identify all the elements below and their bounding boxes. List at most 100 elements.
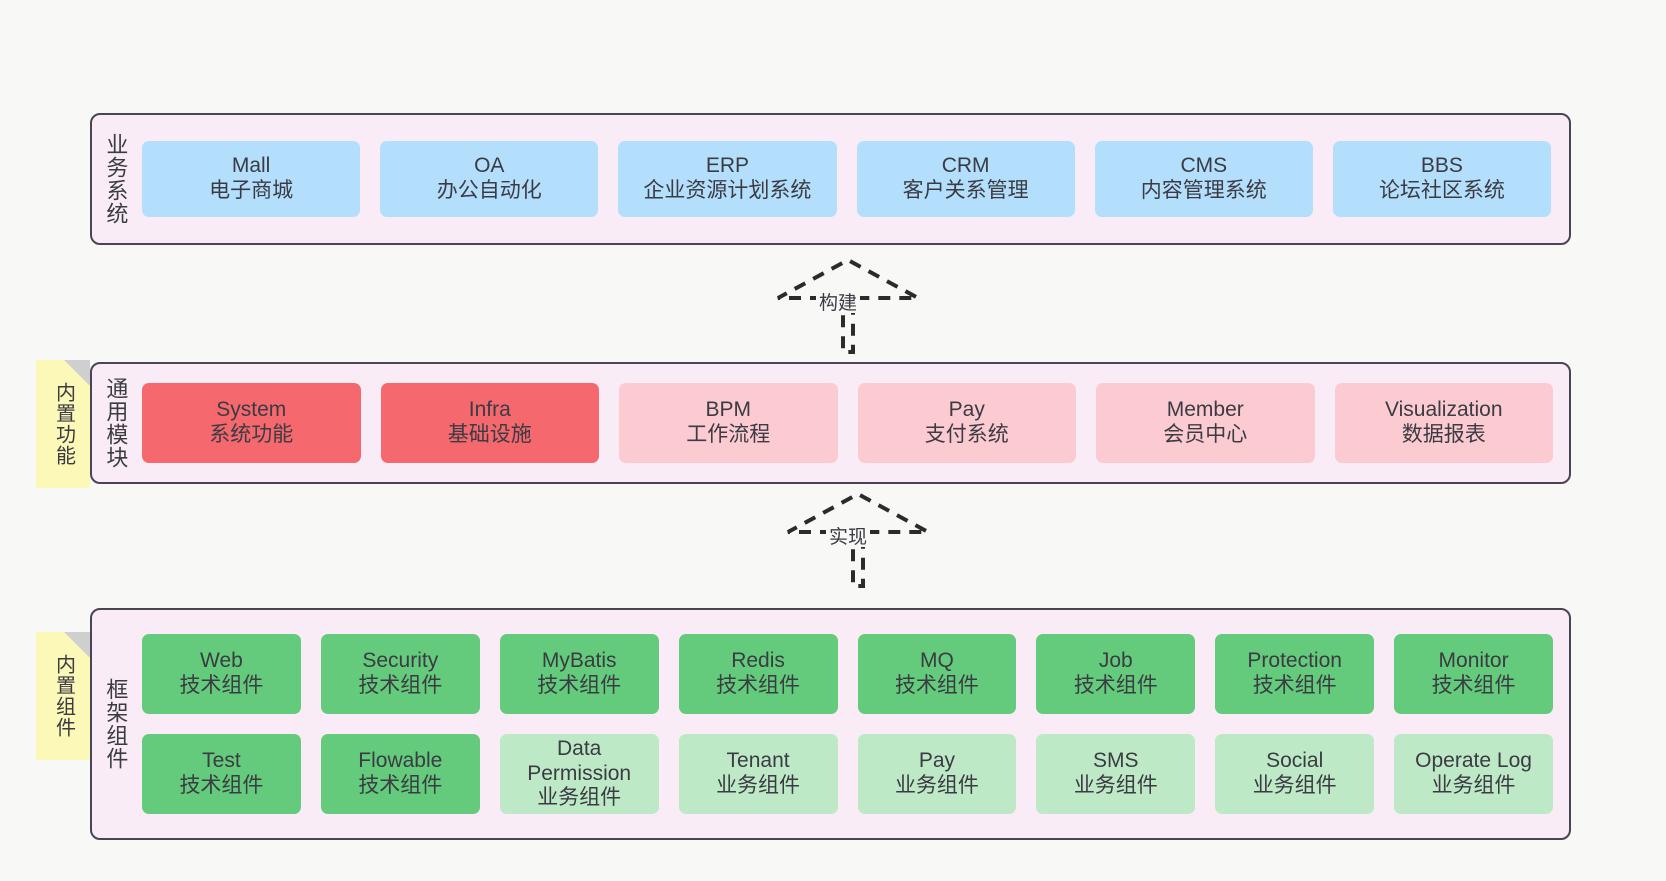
box-subtitle: 业务组件 [894,774,979,797]
box-mall[interactable]: Mall 电子商城 [142,141,361,217]
box-web[interactable]: Web 技术组件 [142,634,301,714]
box-subtitle: 业务组件 [1073,774,1158,797]
layer-common-modules[interactable]: 通用模块 System 系统功能 Infra 基础设施 BPM 工作流程 Pay… [90,362,1571,484]
box-cms[interactable]: CMS 内容管理系统 [1094,141,1313,217]
box-title: Member [1166,398,1244,422]
box-infra[interactable]: Infra 基础设施 [380,383,599,463]
box-title: ERP [705,154,750,178]
box-test[interactable]: Test 技术组件 [142,734,301,814]
box-subtitle: 技术组件 [358,774,443,797]
box-title: Test [202,749,241,773]
box-title: BBS [1420,154,1463,178]
box-title: Redis [731,649,785,673]
box-operate-log[interactable]: Operate Log 业务组件 [1394,734,1553,814]
box-redis[interactable]: Redis 技术组件 [678,634,838,714]
box-system[interactable]: System 系统功能 [142,383,361,463]
box-title: Web [200,649,243,673]
box-title: Operate Log [1415,749,1532,773]
sticky-note-built-in-components[interactable]: 内置组件 [36,632,90,760]
box-protection[interactable]: Protection 技术组件 [1215,634,1375,714]
box-title: Job [1098,649,1133,673]
box-security[interactable]: Security 技术组件 [320,634,480,714]
box-title: System [216,398,287,422]
sticky-note-label: 内置组件 [52,654,75,738]
box-bpm[interactable]: BPM 工作流程 [619,383,838,463]
box-title: SMS [1093,749,1139,773]
box-title: Monitor [1438,649,1509,673]
connector-build: 构建 [768,257,928,354]
connector-implement: 实现 [778,491,938,588]
box-subtitle: 业务组件 [537,786,622,810]
box-subtitle: 系统功能 [209,423,294,446]
box-title: Visualization [1384,398,1503,422]
box-subtitle: 论坛社区系统 [1378,179,1505,202]
box-title: CRM [941,154,990,178]
box-title: OA [474,154,505,178]
layer-title-business-system: 业务系统 [103,133,129,225]
box-title: Flowable [358,749,443,773]
box-mybatis[interactable]: MyBatis 技术组件 [499,634,659,714]
box-flowable[interactable]: Flowable 技术组件 [320,734,480,814]
box-subtitle: 办公自动化 [436,179,542,202]
box-title: Social [1266,749,1324,773]
box-data-permission[interactable]: Data Permission 业务组件 [499,734,659,814]
box-subtitle: 基础设施 [447,423,532,446]
box-subtitle: 业务组件 [716,774,801,797]
box-oa[interactable]: OA 办公自动化 [380,141,599,217]
sticky-note-built-in-features[interactable]: 内置功能 [36,360,90,488]
box-title: BPM [705,398,751,422]
connector-build-label: 构建 [816,294,861,313]
box-title: Data Permission [527,736,632,785]
sticky-note-label: 内置功能 [52,382,75,466]
box-pay-business[interactable]: Pay 业务组件 [857,734,1017,814]
box-subtitle: 技术组件 [1252,674,1337,697]
box-subtitle: 支付系统 [924,423,1009,446]
box-subtitle: 技术组件 [1073,674,1158,697]
box-title: Pay [948,398,985,422]
box-title: Security [362,649,439,673]
box-title: CMS [1180,154,1228,178]
box-crm[interactable]: CRM 客户关系管理 [856,141,1075,217]
box-subtitle: 业务组件 [1252,774,1337,797]
box-subtitle: 企业资源计划系统 [643,179,812,202]
layer-common-modules-boxes: System 系统功能 Infra 基础设施 BPM 工作流程 Pay 支付系统… [138,364,1569,482]
box-subtitle: 工作流程 [686,423,771,446]
box-job[interactable]: Job 技术组件 [1036,634,1196,714]
layer-title-common-modules: 通用模块 [103,377,129,469]
box-monitor[interactable]: Monitor 技术组件 [1394,634,1553,714]
box-row: Web 技术组件 Security 技术组件 MyBatis 技术组件 Redi… [142,634,1553,714]
box-title: Protection [1247,649,1342,673]
box-subtitle: 内容管理系统 [1140,179,1267,202]
box-title: Mall [231,154,271,178]
box-mq[interactable]: MQ 技术组件 [857,634,1017,714]
layer-business-system[interactable]: 业务系统 Mall 电子商城 OA 办公自动化 ERP 企业资源计划系统 CRM… [90,113,1571,245]
layer-title-framework-components: 框架组件 [103,678,129,770]
box-pay[interactable]: Pay 支付系统 [857,383,1076,463]
box-subtitle: 技术组件 [179,774,264,797]
box-sms[interactable]: SMS 业务组件 [1036,734,1196,814]
box-subtitle: 数据报表 [1401,423,1486,446]
page-fold-icon [64,360,90,386]
layer-framework-components[interactable]: 框架组件 Web 技术组件 Security 技术组件 MyBatis 技术组件… [90,608,1571,840]
box-visualization[interactable]: Visualization 数据报表 [1334,383,1553,463]
box-subtitle: 电子商城 [209,179,294,202]
box-subtitle: 客户关系管理 [902,179,1029,202]
box-tenant[interactable]: Tenant 业务组件 [678,734,838,814]
box-title: Tenant [726,749,790,773]
box-subtitle: 技术组件 [1431,674,1516,697]
box-title: MyBatis [541,649,617,673]
box-member[interactable]: Member 会员中心 [1096,383,1315,463]
box-row: Test 技术组件 Flowable 技术组件 Data Permission … [142,734,1553,814]
box-erp[interactable]: ERP 企业资源计划系统 [618,141,837,217]
box-row: System 系统功能 Infra 基础设施 BPM 工作流程 Pay 支付系统… [142,383,1553,463]
box-social[interactable]: Social 业务组件 [1215,734,1375,814]
box-title: Infra [468,398,511,422]
box-bbs[interactable]: BBS 论坛社区系统 [1332,141,1552,217]
box-subtitle: 技术组件 [358,674,443,697]
box-subtitle: 技术组件 [179,674,264,697]
layer-business-system-boxes: Mall 电子商城 OA 办公自动化 ERP 企业资源计划系统 CRM 客户关系… [138,115,1569,243]
page-fold-icon [64,632,90,658]
box-title: MQ [920,649,954,673]
box-subtitle: 技术组件 [537,674,622,697]
